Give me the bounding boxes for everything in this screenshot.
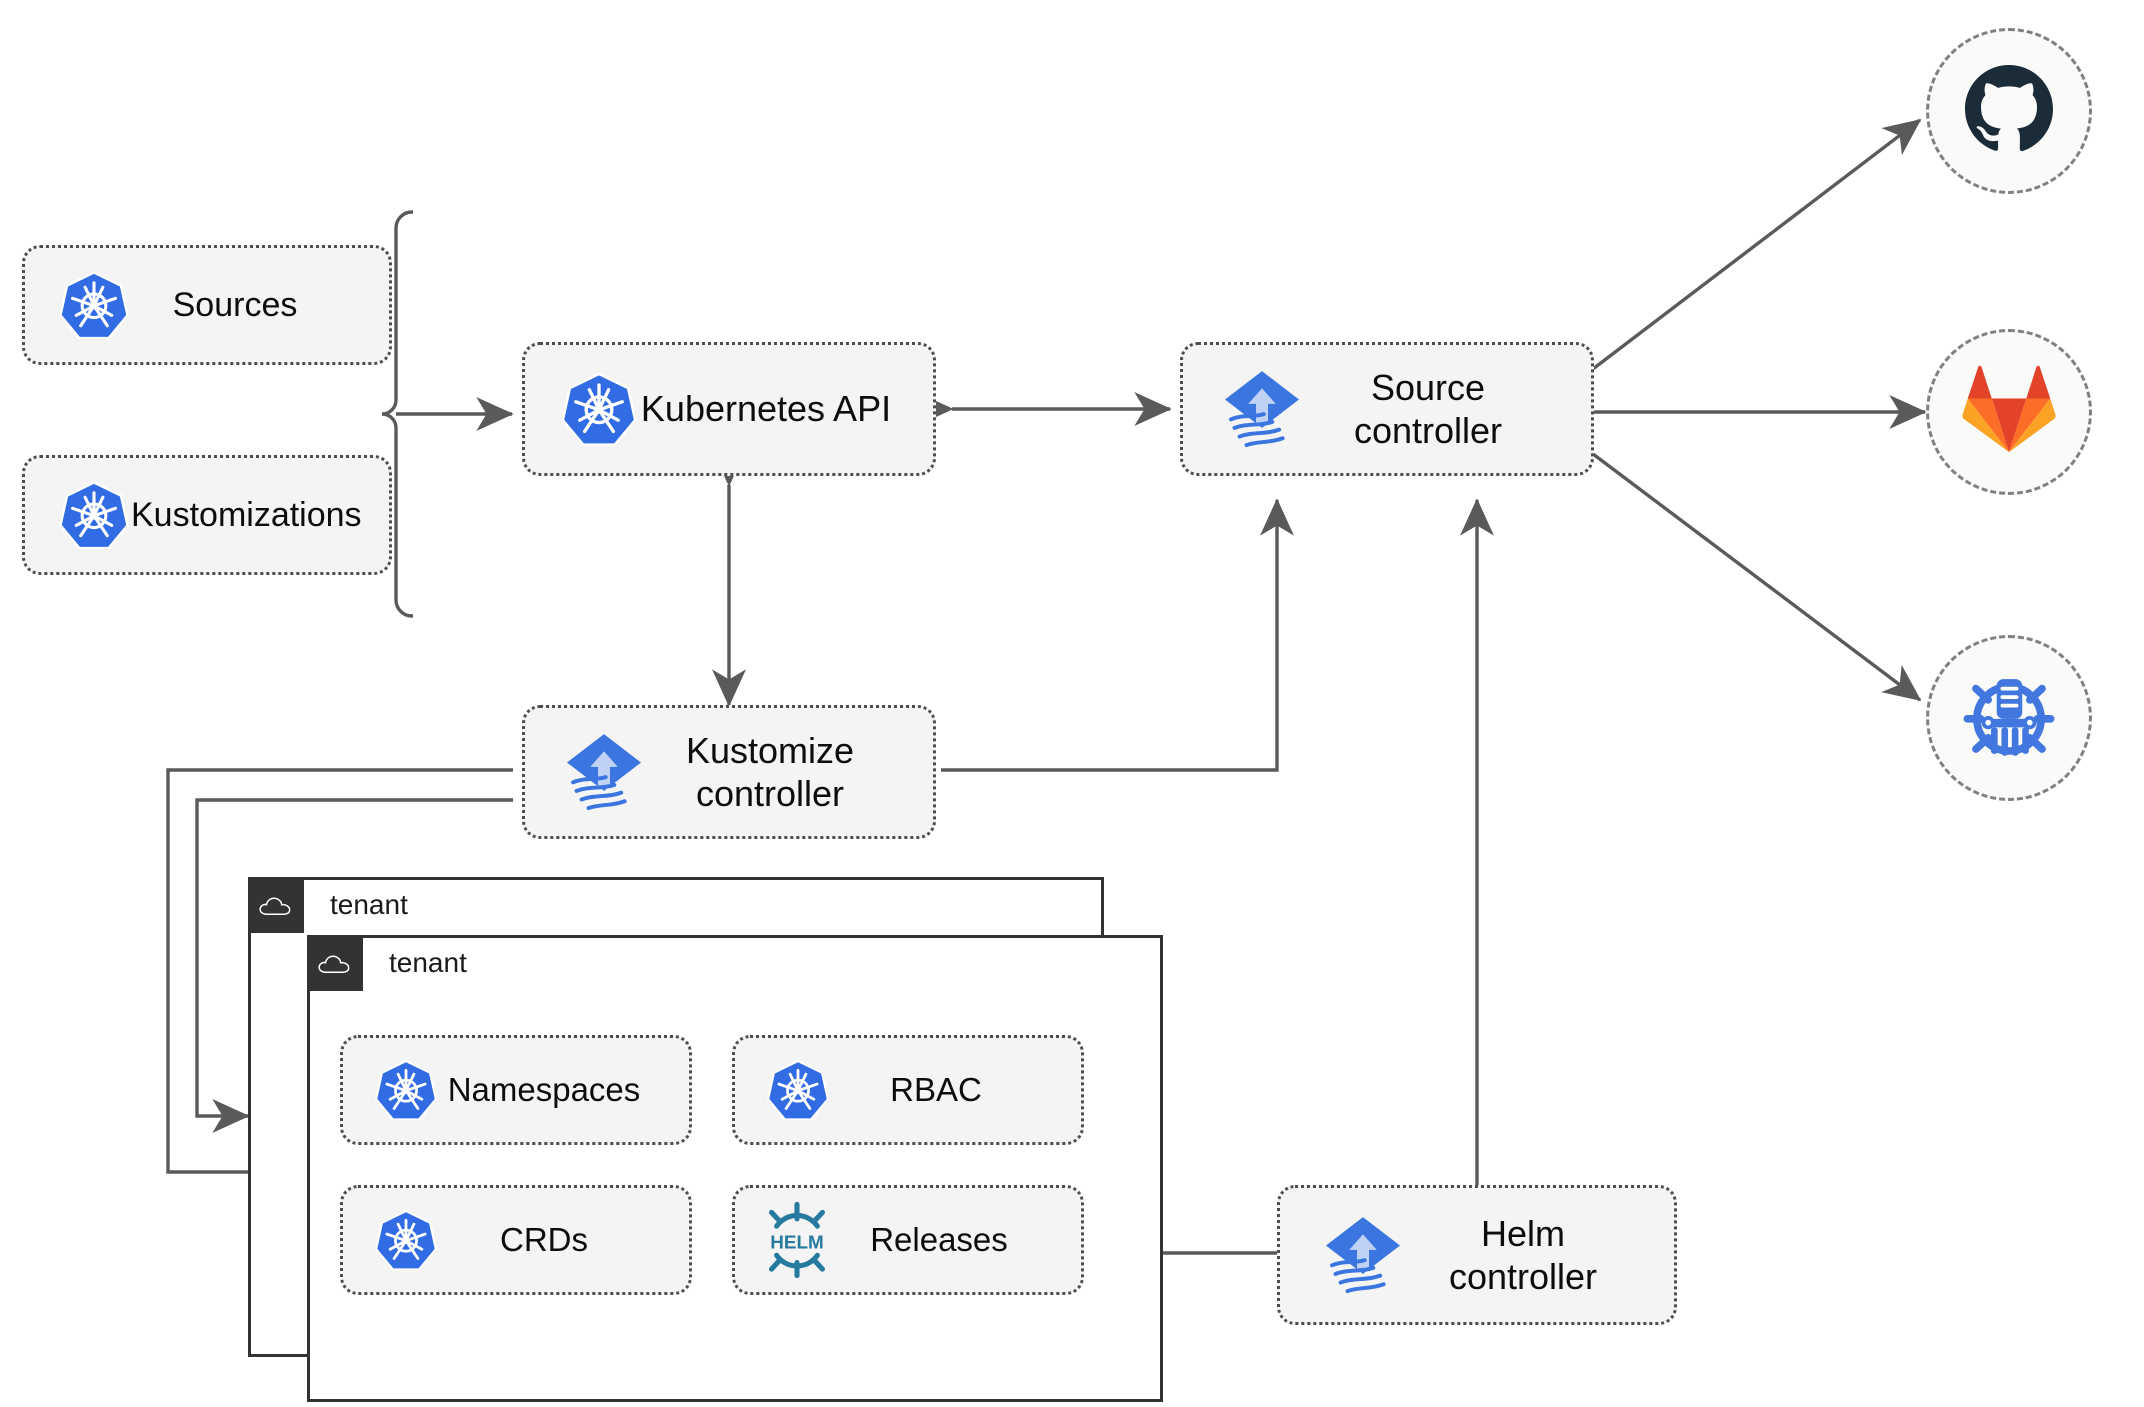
flux-icon (1320, 1212, 1406, 1298)
card-kustomize-controller-label: Kustomize controller (685, 729, 855, 814)
kubernetes-icon (57, 268, 131, 342)
wire-source-helm-repository (1583, 446, 1922, 702)
endpoint-github[interactable] (1926, 28, 2092, 194)
card-namespaces-label: Namespaces (447, 1071, 641, 1109)
tenant-container-2[interactable]: tenant (307, 935, 1163, 1402)
card-sources[interactable]: Sources (22, 245, 392, 365)
card-rbac[interactable]: RBAC (732, 1035, 1084, 1145)
wire-source-github (1583, 118, 1922, 377)
kubernetes-icon (373, 1207, 439, 1273)
card-source-controller-label: Source controller (1353, 366, 1503, 451)
card-source-controller[interactable]: Source controller (1180, 342, 1594, 476)
card-kustomizations[interactable]: Kustomizations (22, 455, 392, 575)
gitlab-icon (1961, 364, 2057, 461)
helm-repository-icon (1957, 664, 2061, 773)
kubernetes-icon (57, 478, 131, 552)
cloud-icon (248, 877, 304, 933)
card-crds[interactable]: CRDs (340, 1185, 692, 1295)
tenant-label-2: tenant (389, 947, 467, 978)
card-crds-label: CRDs (500, 1221, 588, 1259)
kubernetes-icon (765, 1057, 831, 1123)
card-rbac-label: RBAC (890, 1071, 982, 1109)
card-helm-controller-label: Helm controller (1448, 1212, 1598, 1297)
endpoint-gitlab[interactable] (1926, 329, 2092, 495)
github-icon (1959, 59, 2059, 164)
endpoint-helm-repository[interactable] (1926, 635, 2092, 801)
cloud-icon (307, 935, 363, 991)
flux-icon (1219, 366, 1305, 452)
card-kustomizations-label: Kustomizations (131, 495, 362, 534)
wire-kustomize-source (941, 498, 1294, 772)
card-releases-label: Releases (870, 1221, 1008, 1259)
kubernetes-icon (559, 369, 639, 449)
card-namespaces[interactable]: Namespaces (340, 1035, 692, 1145)
card-releases[interactable]: HELM Releases (732, 1185, 1084, 1295)
kubernetes-icon (373, 1057, 439, 1123)
card-sources-label: Sources (172, 285, 298, 324)
helm-icon: HELM (757, 1200, 837, 1280)
svg-text:HELM: HELM (770, 1233, 824, 1254)
flux-icon (561, 729, 647, 815)
tenant-header-1: tenant (248, 877, 408, 933)
card-kubernetes-api-label: Kubernetes API (640, 388, 892, 430)
tenant-header-2: tenant (307, 935, 467, 991)
card-kubernetes-api[interactable]: Kubernetes API (522, 342, 936, 476)
tenant-label-1: tenant (330, 889, 408, 920)
card-kustomize-controller[interactable]: Kustomize controller (522, 705, 936, 839)
card-helm-controller[interactable]: Helm controller (1277, 1185, 1677, 1325)
